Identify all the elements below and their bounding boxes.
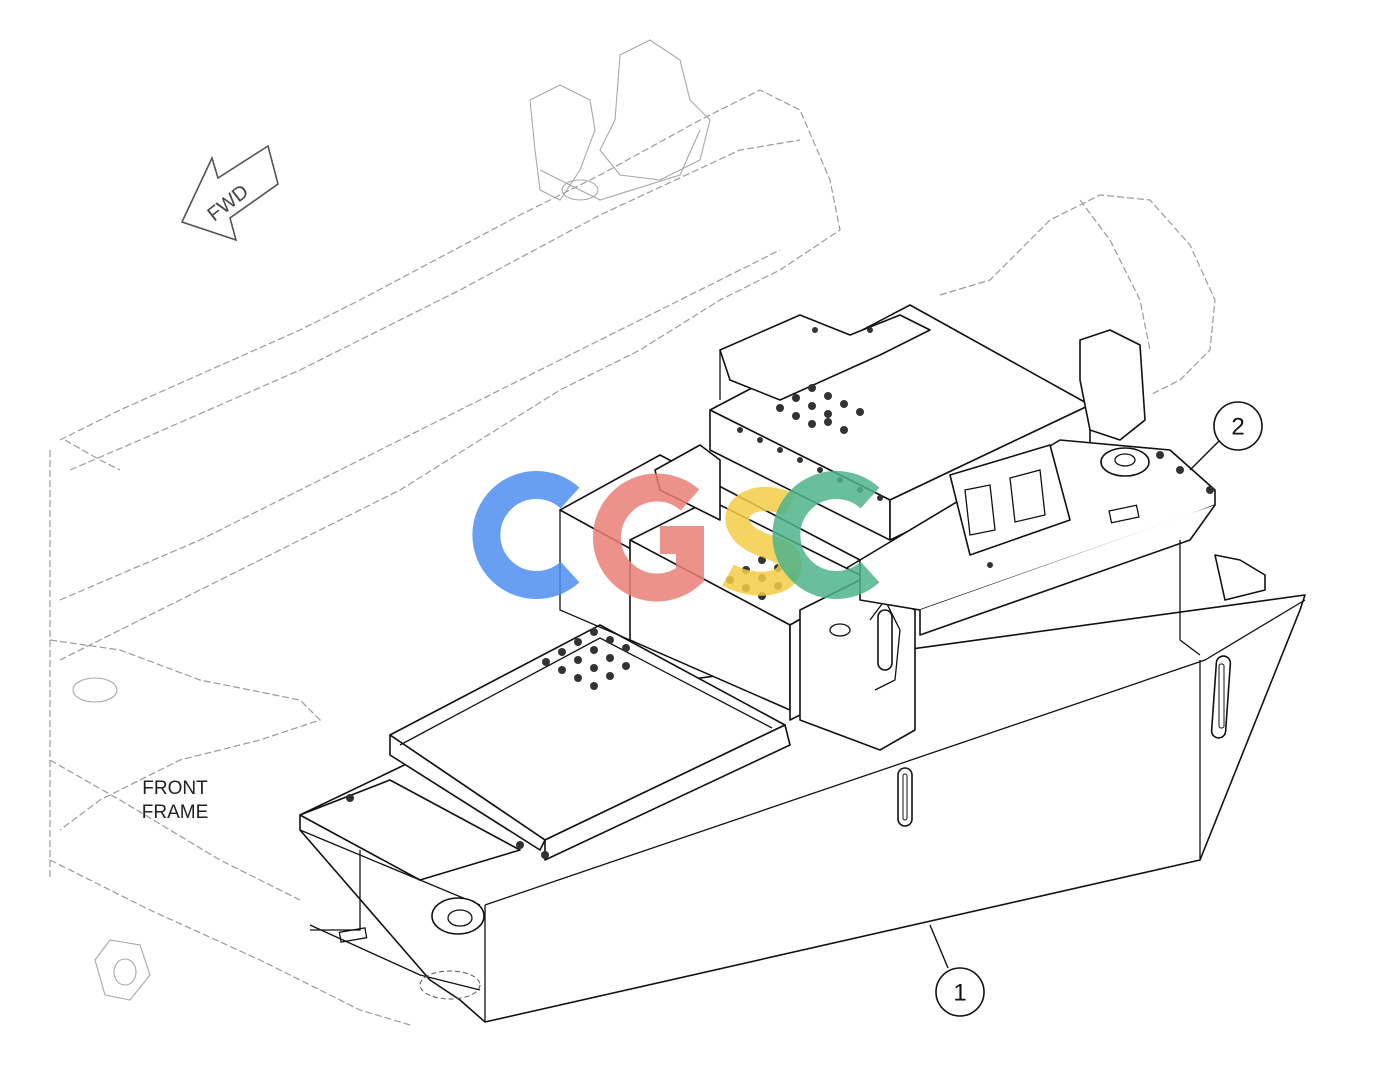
watermark-logo — [472, 471, 880, 602]
forward-arrow-icon: FWD — [180, 144, 279, 242]
frame-label-line1: FRONT — [142, 778, 208, 799]
callout-1: 1 — [929, 924, 985, 1017]
callout-1-number: 1 — [953, 980, 966, 1007]
frame-label-line2: FRAME — [142, 802, 209, 823]
callout-2-number: 2 — [1231, 414, 1244, 441]
callout-2: 2 — [1189, 401, 1263, 471]
upper-electronics-box — [654, 304, 1091, 541]
front-frame-label: FRONT FRAME — [142, 778, 209, 823]
front-frame-outline — [49, 39, 1216, 1026]
left-electronics-box — [299, 624, 791, 881]
mounting-plate — [859, 329, 1266, 656]
